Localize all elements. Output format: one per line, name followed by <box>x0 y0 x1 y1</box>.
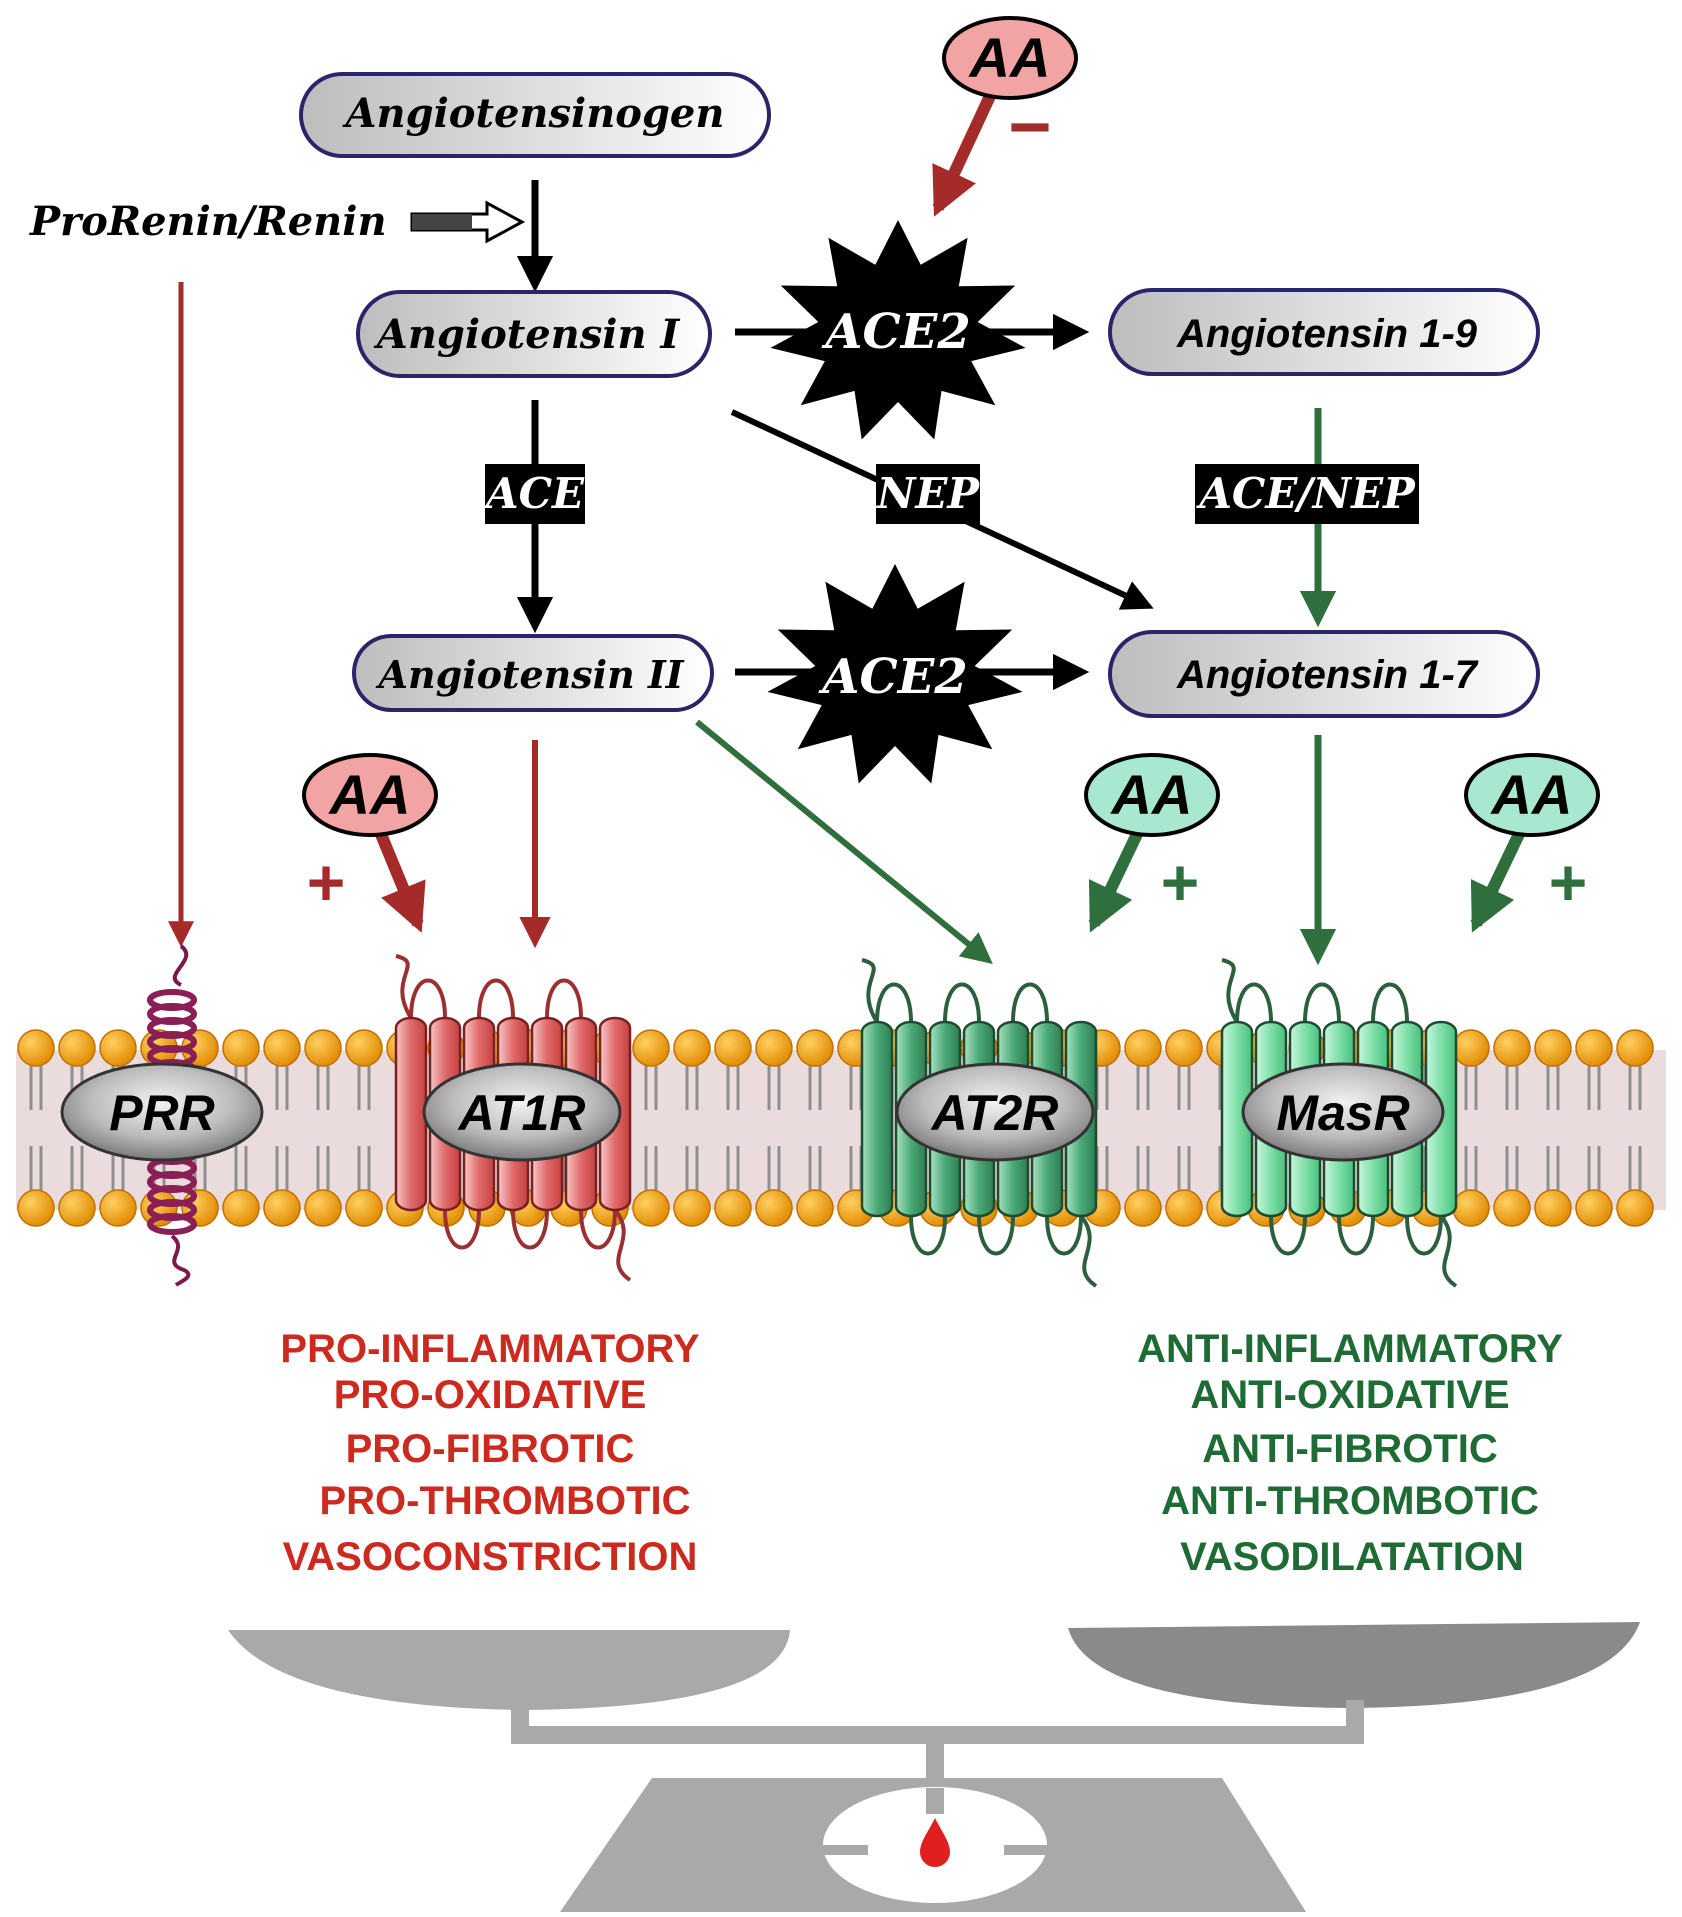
aa-activator-masr: AA + <box>1464 753 1600 933</box>
plus-sign-at2r: + <box>1161 845 1200 919</box>
ace2-star-bottom: ACE2 <box>767 564 1023 784</box>
effect-harm-1: PRO-INFLAMMATORY <box>280 1327 700 1371</box>
receptors: PRR AT1R AT2R MasR <box>60 944 1458 1288</box>
scale-beam <box>511 1700 1364 1744</box>
effect-protect-4: ANTI-THROMBOTIC <box>1161 1479 1539 1523</box>
minus-sign: − <box>1008 85 1051 168</box>
enzyme-labels: ACE2 ACE2 ACE NEP ACE/NEP <box>482 220 1419 784</box>
scale-pointer <box>920 1818 950 1867</box>
masr-receptor: MasR <box>1220 958 1458 1288</box>
at2r-oval <box>895 1062 1095 1162</box>
nep-label: NEP <box>875 469 980 518</box>
pathway-nodes: Angiotensinogen ProRenin/Renin Angiotens… <box>29 72 1540 718</box>
aa-modulators: AA − AA + AA + AA + <box>302 16 1600 933</box>
scale-right-pan <box>1068 1622 1640 1708</box>
node-angiotensin-1-9 <box>1108 288 1540 376</box>
scale-left-pan <box>228 1630 790 1710</box>
node-angiotensin-2 <box>352 634 714 712</box>
angiotensin-1-label: Angiotensin I <box>373 311 681 358</box>
aa-oval-at1r <box>302 753 438 837</box>
prorenin-arrow <box>410 200 526 244</box>
aa-inhibitor-ace2: AA − <box>932 16 1078 217</box>
effect-harm-5: VASOCONSTRICTION <box>283 1535 698 1579</box>
aa-oval-masr <box>1464 753 1600 837</box>
nep-box <box>876 464 980 524</box>
effect-protect-1: ANTI-INFLAMMATORY <box>1137 1327 1563 1371</box>
aa-activator-at2r: AA + <box>1084 753 1220 933</box>
plus-sign-at1r: + <box>307 845 346 919</box>
plus-sign-masr: + <box>1549 845 1588 919</box>
effect-protect-3: ANTI-FIBROTIC <box>1202 1427 1498 1471</box>
node-angiotensin-1-7 <box>1108 630 1540 718</box>
effect-protect-5: VASODILATATION <box>1180 1535 1524 1579</box>
ace2-top-label: ACE2 <box>821 304 970 360</box>
angiotensin-1-7-label: Angiotensin 1-7 <box>1176 653 1479 697</box>
at1r-label: AT1R <box>457 1085 586 1141</box>
ace-box <box>485 464 585 524</box>
arrow-ang2-to-at2r <box>695 719 993 964</box>
ace2-bottom-label: ACE2 <box>818 649 967 705</box>
angiotensinogen-label: Angiotensinogen <box>342 90 725 137</box>
effect-harm-4: PRO-THROMBOTIC <box>319 1479 690 1523</box>
prr-label: PRR <box>109 1085 215 1141</box>
ace-nep-box <box>1195 464 1419 524</box>
angiotensin-1-9-label: Angiotensin 1-9 <box>1176 312 1478 356</box>
effect-protect-2: ANTI-OXIDATIVE <box>1190 1373 1509 1417</box>
at1r-oval <box>422 1062 622 1162</box>
at2r-label: AT2R <box>930 1085 1059 1141</box>
at1r-receptor: AT1R <box>394 954 632 1282</box>
effect-harm-3: PRO-FIBROTIC <box>346 1427 635 1471</box>
aa-at2r-label: AA <box>1110 763 1193 826</box>
aa-masr-label: AA <box>1490 763 1573 826</box>
at2r-receptor: AT2R <box>860 958 1098 1288</box>
balance-scale <box>228 1622 1640 1912</box>
angiotensin-2-label: Angiotensin II <box>375 652 684 697</box>
aa-top-label: AA <box>968 26 1051 89</box>
aa-oval-at2r <box>1084 753 1220 837</box>
ace2-star-top: ACE2 <box>770 220 1026 440</box>
node-angiotensinogen <box>299 72 771 158</box>
protective-effects: ANTI-INFLAMMATORY ANTI-OXIDATIVE ANTI-FI… <box>1137 1327 1563 1579</box>
masr-label: MasR <box>1276 1085 1409 1141</box>
ace-label: ACE <box>482 469 585 518</box>
prorenin-label: ProRenin/Renin <box>29 198 387 245</box>
ace-nep-label: ACE/NEP <box>1195 469 1416 518</box>
effect-harm-2: PRO-OXIDATIVE <box>334 1373 647 1417</box>
harmful-effects: PRO-INFLAMMATORY PRO-OXIDATIVE PRO-FIBRO… <box>280 1327 700 1579</box>
prr-oval <box>60 1062 264 1162</box>
aa-activator-at1r: AA + <box>302 753 438 933</box>
masr-oval <box>1241 1062 1445 1162</box>
prr-receptor: PRR <box>60 944 264 1287</box>
aa-at1r-label: AA <box>328 763 411 826</box>
aa-oval-top <box>942 16 1078 100</box>
node-angiotensin-1 <box>356 290 712 378</box>
